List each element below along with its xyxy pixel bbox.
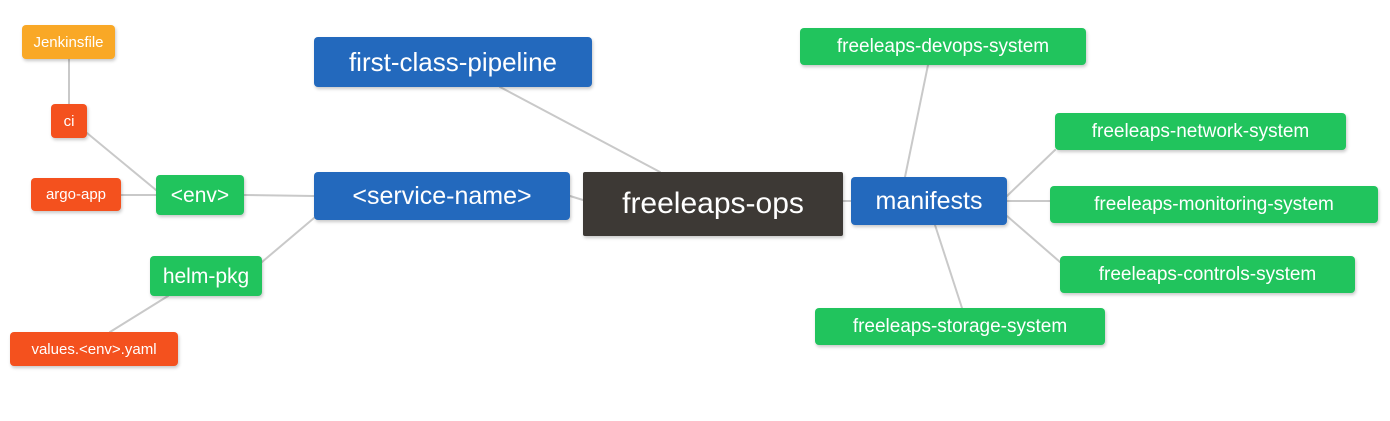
node-freeleaps-controls-system[interactable]: freeleaps-controls-system bbox=[1060, 256, 1355, 293]
edge-env-to-service-name bbox=[243, 194, 315, 197]
edge-freeleaps-devops-system-to-manifests bbox=[904, 64, 929, 178]
node-service-name[interactable]: <service-name> bbox=[314, 172, 570, 220]
node-freeleaps-ops[interactable]: freeleaps-ops bbox=[583, 172, 843, 236]
node-freeleaps-network-system[interactable]: freeleaps-network-system bbox=[1055, 113, 1346, 150]
node-argo-app[interactable]: argo-app bbox=[31, 178, 121, 211]
node-ci[interactable]: ci bbox=[51, 104, 87, 138]
node-freeleaps-monitoring-system[interactable]: freeleaps-monitoring-system bbox=[1050, 186, 1378, 223]
node-jenkinsfile[interactable]: Jenkinsfile bbox=[22, 25, 115, 59]
node-freeleaps-storage-system[interactable]: freeleaps-storage-system bbox=[815, 308, 1105, 345]
node-manifests[interactable]: manifests bbox=[851, 177, 1007, 225]
node-values-yaml[interactable]: values.<env>.yaml bbox=[10, 332, 178, 366]
edge-service-name-to-freeleaps-ops bbox=[569, 195, 584, 201]
edge-helm-pkg-to-values-yaml bbox=[109, 295, 169, 333]
node-helm-pkg[interactable]: helm-pkg bbox=[150, 256, 262, 296]
node-freeleaps-devops-system[interactable]: freeleaps-devops-system bbox=[800, 28, 1086, 65]
edge-freeleaps-network-system-to-manifests bbox=[1006, 149, 1056, 197]
edge-service-name-to-helm-pkg bbox=[261, 217, 315, 263]
edge-freeleaps-controls-system-to-manifests bbox=[1006, 215, 1061, 263]
node-env[interactable]: <env> bbox=[156, 175, 244, 215]
edge-first-class-pipeline-to-freeleaps-ops bbox=[499, 86, 661, 173]
node-first-class-pipeline[interactable]: first-class-pipeline bbox=[314, 37, 592, 87]
edge-freeleaps-storage-system-to-manifests bbox=[934, 224, 963, 309]
